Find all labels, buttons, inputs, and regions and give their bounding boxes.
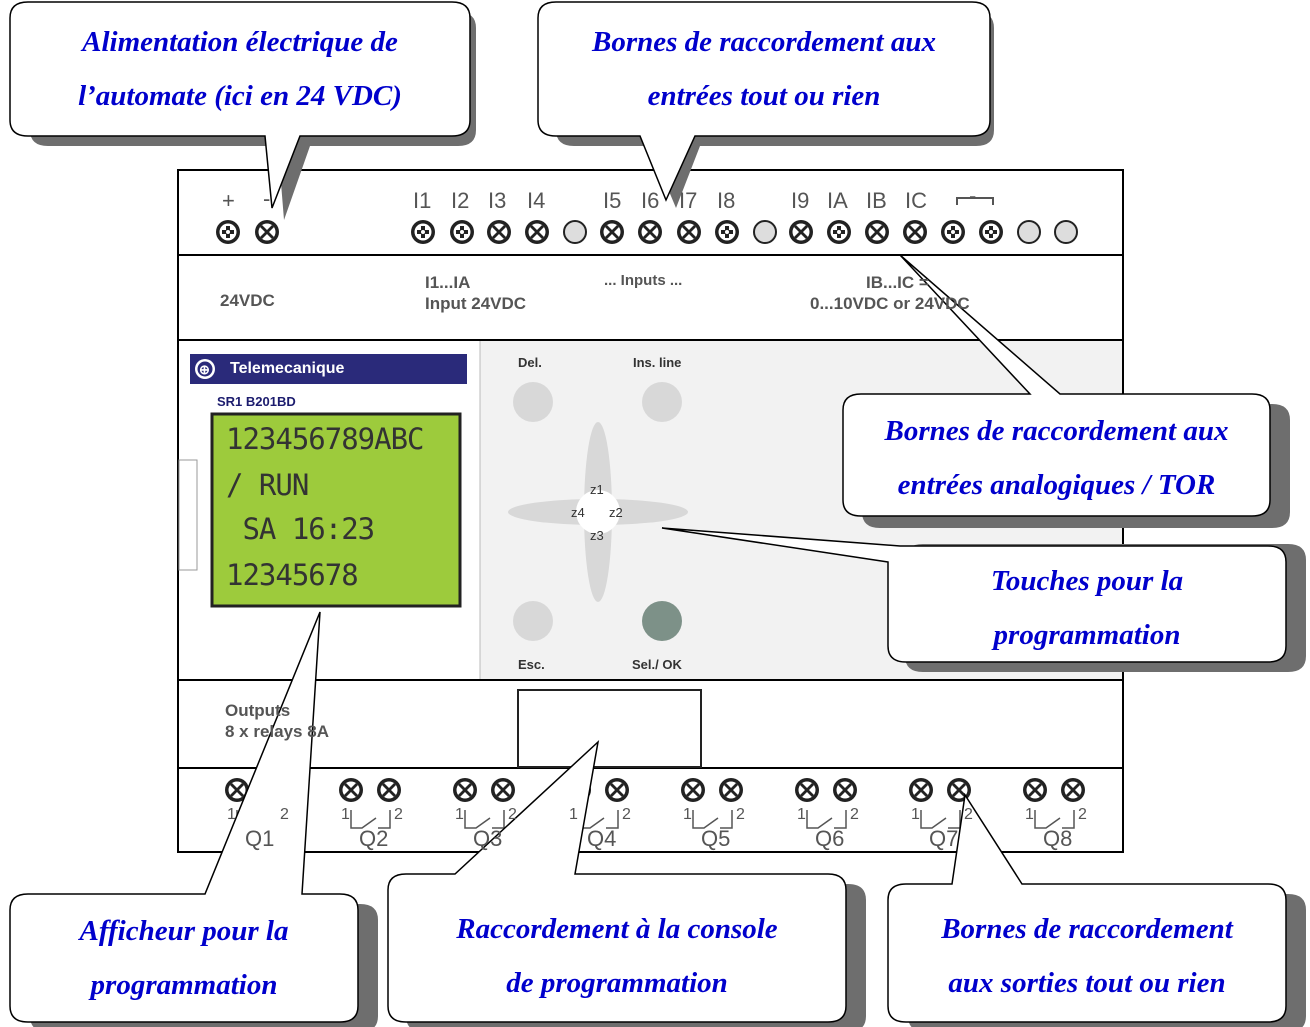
z4-label: z4 bbox=[571, 505, 585, 520]
callout-analog-inputs-text: Bornes de raccordement aux entrées analo… bbox=[843, 404, 1270, 512]
callout-console-line: Raccordement à la console bbox=[456, 913, 778, 945]
input-label: IC bbox=[905, 188, 927, 213]
pin-label: 1 bbox=[569, 806, 578, 823]
pin-label: 2 bbox=[1078, 806, 1087, 823]
callout-display bbox=[9, 611, 359, 1023]
input-label: I7 bbox=[679, 188, 698, 213]
lcd-display bbox=[210, 412, 462, 608]
pin-label: 2 bbox=[280, 806, 289, 823]
z1-label: z1 bbox=[590, 482, 604, 497]
pin-label: 2 bbox=[736, 806, 745, 823]
callout-display-line: Afficheur pour la bbox=[79, 915, 289, 947]
z3-label: z3 bbox=[590, 528, 604, 543]
output-label: Q5 bbox=[701, 826, 731, 851]
input-label: I9 bbox=[791, 188, 810, 213]
callout-outputs-text: Bornes de raccordement aux sorties tout … bbox=[888, 902, 1286, 1010]
lcd-line-2: / RUN bbox=[226, 468, 309, 502]
sel-ok-key-label: Sel./ OK bbox=[632, 657, 682, 672]
console-port bbox=[517, 689, 702, 768]
del-key[interactable] bbox=[513, 382, 553, 422]
callout-console-line: de programmation bbox=[506, 967, 728, 999]
input-label: IB bbox=[866, 188, 887, 213]
pin-label: 2 bbox=[964, 806, 973, 823]
input-label: I8 bbox=[717, 188, 736, 213]
output-label: Q6 bbox=[815, 826, 845, 851]
callout-analog-inputs-line: Bornes de raccordement aux bbox=[884, 415, 1229, 447]
output-label: Q1 bbox=[245, 826, 275, 851]
pin-label: 1 bbox=[341, 806, 350, 823]
ins-line-key-label: Ins. line bbox=[633, 355, 682, 370]
callout-keys-line: Touches pour la bbox=[990, 565, 1184, 597]
callout-digital-inputs-line: entrées tout ou rien bbox=[647, 80, 881, 112]
callout-power bbox=[9, 1, 471, 209]
analog-voltage-label: 0...10VDC or 24VDC bbox=[810, 294, 970, 313]
callout-digital-inputs bbox=[537, 1, 991, 202]
callout-power-text: Alimentation électrique de l’automate (i… bbox=[10, 15, 470, 123]
callout-display-line: programmation bbox=[90, 969, 278, 1001]
pin-label: 1 bbox=[911, 806, 920, 823]
output-label: Q8 bbox=[1043, 826, 1073, 851]
callout-console bbox=[387, 739, 847, 1023]
inputs-center-label: ... Inputs ... bbox=[604, 272, 683, 289]
input-label: I3 bbox=[488, 188, 507, 213]
top-terminal-screws bbox=[216, 220, 1078, 244]
svg-text:⊕: ⊕ bbox=[199, 362, 210, 377]
callout-console-text: Raccordement à la console de programmati… bbox=[388, 902, 846, 1010]
input-label: I6 bbox=[641, 188, 660, 213]
ground-label: - bbox=[969, 183, 977, 208]
esc-key-label: Esc. bbox=[518, 657, 545, 672]
supply-voltage-label: 24VDC bbox=[220, 291, 275, 310]
output-label: Q2 bbox=[359, 826, 389, 851]
pin-label: 2 bbox=[394, 806, 403, 823]
ins-line-key[interactable] bbox=[642, 382, 682, 422]
lcd-line-1: 123456789ABC bbox=[226, 422, 425, 456]
input-range-label: I1...IA bbox=[425, 273, 471, 292]
callout-power-line: l’automate (ici en 24 VDC) bbox=[78, 80, 402, 112]
lcd-line-3: SA 16:23 bbox=[226, 512, 375, 546]
brand-name: Telemecanique bbox=[230, 360, 345, 377]
plus-terminal-label: + bbox=[222, 188, 235, 213]
callout-keys-line: programmation bbox=[993, 619, 1181, 651]
output-label: Q4 bbox=[587, 826, 617, 851]
outputs-label: Outputs bbox=[225, 701, 291, 720]
z2-label: z2 bbox=[609, 505, 623, 520]
callout-display-text: Afficheur pour la programmation bbox=[10, 904, 358, 1012]
pin-label: 1 bbox=[797, 806, 806, 823]
pin-label: 1 bbox=[683, 806, 692, 823]
input-type-label: Input 24VDC bbox=[425, 294, 527, 313]
pin-label: 1 bbox=[455, 806, 464, 823]
minus-terminal-label: - bbox=[263, 186, 271, 211]
output-label: Q7 bbox=[929, 826, 959, 851]
del-key-label: Del. bbox=[518, 355, 542, 370]
output-label: Q3 bbox=[473, 826, 503, 851]
sel-ok-key[interactable] bbox=[642, 601, 682, 641]
pin-label: 1 bbox=[227, 806, 236, 823]
callout-analog-inputs-line: entrées analogiques / TOR bbox=[897, 469, 1216, 501]
callout-keys-text: Touches pour la programmation bbox=[888, 554, 1286, 662]
input-label: I4 bbox=[527, 188, 546, 213]
input-label: I2 bbox=[451, 188, 470, 213]
callout-digital-inputs-text: Bornes de raccordement aux entrées tout … bbox=[538, 15, 990, 123]
input-label: I5 bbox=[603, 188, 622, 213]
lcd-line-4: 12345678 bbox=[226, 558, 359, 592]
esc-key[interactable] bbox=[513, 601, 553, 641]
pin-label: 2 bbox=[850, 806, 859, 823]
brand-bar bbox=[190, 354, 467, 384]
pin-label: 1 bbox=[1025, 806, 1034, 823]
callout-outputs bbox=[887, 792, 1287, 1023]
outputs-spec-label: 8 x relays 8A bbox=[225, 722, 329, 741]
pin-label: 2 bbox=[622, 806, 631, 823]
input-label: I1 bbox=[413, 188, 432, 213]
callout-digital-inputs-line: Bornes de raccordement aux bbox=[592, 26, 936, 58]
callout-analog-inputs bbox=[842, 254, 1271, 517]
callout-outputs-line: aux sorties tout ou rien bbox=[948, 967, 1226, 999]
model-number: SR1 B201BD bbox=[217, 394, 296, 409]
callout-keys bbox=[661, 527, 1287, 663]
pin-label: 2 bbox=[508, 806, 517, 823]
callout-power-line: Alimentation électrique de bbox=[82, 26, 398, 58]
input-label: IA bbox=[827, 188, 848, 213]
analog-range-label: IB...IC = bbox=[866, 273, 929, 292]
callout-outputs-line: Bornes de raccordement bbox=[941, 913, 1233, 945]
